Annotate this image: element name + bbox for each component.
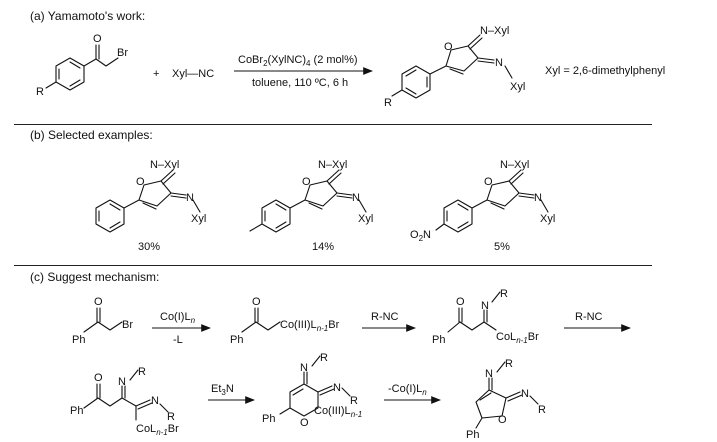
mech-phenacyl-bromide: O Ph Br (72, 296, 133, 346)
svg-text:CoLn-1Br: CoLn-1Br (496, 331, 539, 345)
mech-bis-imidoyl: O N R N R Ph CoLn-1Br (70, 366, 179, 437)
svg-text:N: N (485, 368, 493, 380)
mech-imidoyl-cobalt: O N R Ph CoLn-1Br (432, 288, 539, 346)
svg-text:O: O (94, 296, 103, 308)
svg-text:R-NC: R-NC (371, 311, 399, 323)
xyl-label: Xyl (510, 81, 525, 93)
arrow-cyclization: Et3N (208, 383, 256, 404)
svg-text:R: R (350, 395, 358, 407)
section-c-label: (c) Suggest mechanism: (30, 270, 160, 284)
svg-text:O: O (94, 372, 103, 384)
svg-text:R: R (167, 411, 175, 423)
svg-text:N: N (521, 388, 529, 400)
svg-text:R: R (138, 366, 146, 378)
svg-text:CoLn-1Br: CoLn-1Br (136, 423, 179, 437)
svg-text:Xyl: Xyl (540, 213, 555, 225)
svg-text:R-NC: R-NC (575, 311, 603, 323)
arrow-reductive-elimination: -Co(I)Ln (384, 383, 442, 404)
arrow-insertion-2: R-NC (564, 311, 632, 332)
arrow-a: CoBr2(XylNC)4 (2 mol%) toluene, 110 ºC, … (234, 54, 374, 89)
divider-top (14, 124, 652, 125)
conditions-label: toluene, 110 ºC, 6 h (252, 77, 348, 89)
svg-text:R: R (505, 358, 513, 370)
svg-text:N–Xyl: N–Xyl (500, 159, 529, 171)
svg-text:N: N (300, 362, 308, 374)
imine-n: N (495, 57, 503, 69)
svg-text:Co(III)Ln-1Br: Co(III)Ln-1Br (280, 319, 340, 333)
svg-text:N: N (534, 192, 542, 204)
svg-text:R: R (320, 352, 328, 364)
carbonyl-o: O (93, 33, 102, 45)
svg-text:O: O (484, 176, 493, 188)
product-furan-diimine: O N–Xyl N Xyl R (384, 25, 525, 109)
plus-sign: + (153, 68, 159, 80)
xyl-definition: Xyl = 2,6-dimethylphenyl (545, 65, 665, 77)
svg-text:O: O (252, 296, 261, 308)
svg-text:Ph: Ph (262, 413, 275, 425)
svg-text:-L: -L (173, 334, 183, 346)
svg-text:N–Xyl: N–Xyl (150, 159, 179, 171)
svg-text:N: N (352, 192, 360, 204)
yield-2: 14% (312, 241, 334, 253)
svg-text:Co(III)Ln-1: Co(III)Ln-1 (314, 405, 362, 419)
r-group: R (36, 86, 44, 98)
section-b-label: (b) Selected examples: (30, 128, 153, 142)
mech-cobaltacycle: N R N R Ph O Co(III)Ln-1 (262, 352, 362, 429)
svg-text:Ph: Ph (432, 334, 445, 346)
yield-1: 30% (138, 241, 160, 253)
svg-text:R: R (538, 404, 546, 416)
svg-text:N: N (118, 376, 126, 388)
divider-bottom (14, 265, 652, 266)
arrow-oxidative-addition: Co(I)Ln -L (152, 311, 212, 346)
mech-product: N R N R O Ph (466, 358, 546, 441)
isocyanide-label: Xyl—NC (172, 68, 214, 80)
catalyst-label: CoBr2(XylNC)4 (2 mol%) (238, 54, 358, 68)
svg-text:O: O (136, 176, 145, 188)
svg-text:N: N (481, 300, 489, 312)
svg-text:N: N (151, 395, 159, 407)
svg-text:N: N (333, 382, 341, 394)
svg-text:Xyl: Xyl (191, 213, 206, 225)
ring-o: O (444, 41, 453, 53)
example-2: O N–Xyl N Xyl 14% (249, 159, 373, 253)
reactant-aryl-bromide: O R Br (36, 33, 128, 98)
mech-cobalt-alkyl: O Ph Co(III)Ln-1Br (230, 296, 340, 346)
svg-text:Ph: Ph (70, 405, 83, 417)
svg-text:Ph: Ph (466, 429, 479, 441)
svg-text:N–Xyl: N–Xyl (318, 159, 347, 171)
svg-text:Xyl: Xyl (358, 213, 373, 225)
yield-3: 5% (494, 241, 510, 253)
svg-text:O: O (302, 176, 311, 188)
example-3: O N–Xyl N Xyl O2N 5% (410, 159, 555, 253)
section-a-label: (a) Yamamoto's work: (30, 9, 146, 23)
svg-text:-Co(I)Ln: -Co(I)Ln (388, 383, 427, 397)
nitro-group: O2N (410, 229, 431, 243)
svg-text:N: N (186, 192, 194, 204)
svg-text:Ph: Ph (72, 334, 85, 346)
svg-text:Et3N: Et3N (211, 383, 234, 397)
example-1: O N–Xyl N Xyl 30% (95, 159, 206, 253)
svg-text:Ph: Ph (230, 334, 243, 346)
svg-text:O: O (498, 414, 507, 426)
product-r-group: R (384, 97, 392, 109)
n-xyl-label: N–Xyl (480, 25, 509, 37)
svg-text:O: O (456, 296, 465, 308)
svg-text:R: R (500, 288, 508, 300)
svg-text:O: O (300, 417, 309, 429)
svg-text:Br: Br (122, 319, 133, 331)
svg-text:Co(I)Ln: Co(I)Ln (160, 311, 196, 325)
bromine-label: Br (117, 47, 128, 59)
arrow-insertion-1: R-NC (362, 311, 417, 332)
